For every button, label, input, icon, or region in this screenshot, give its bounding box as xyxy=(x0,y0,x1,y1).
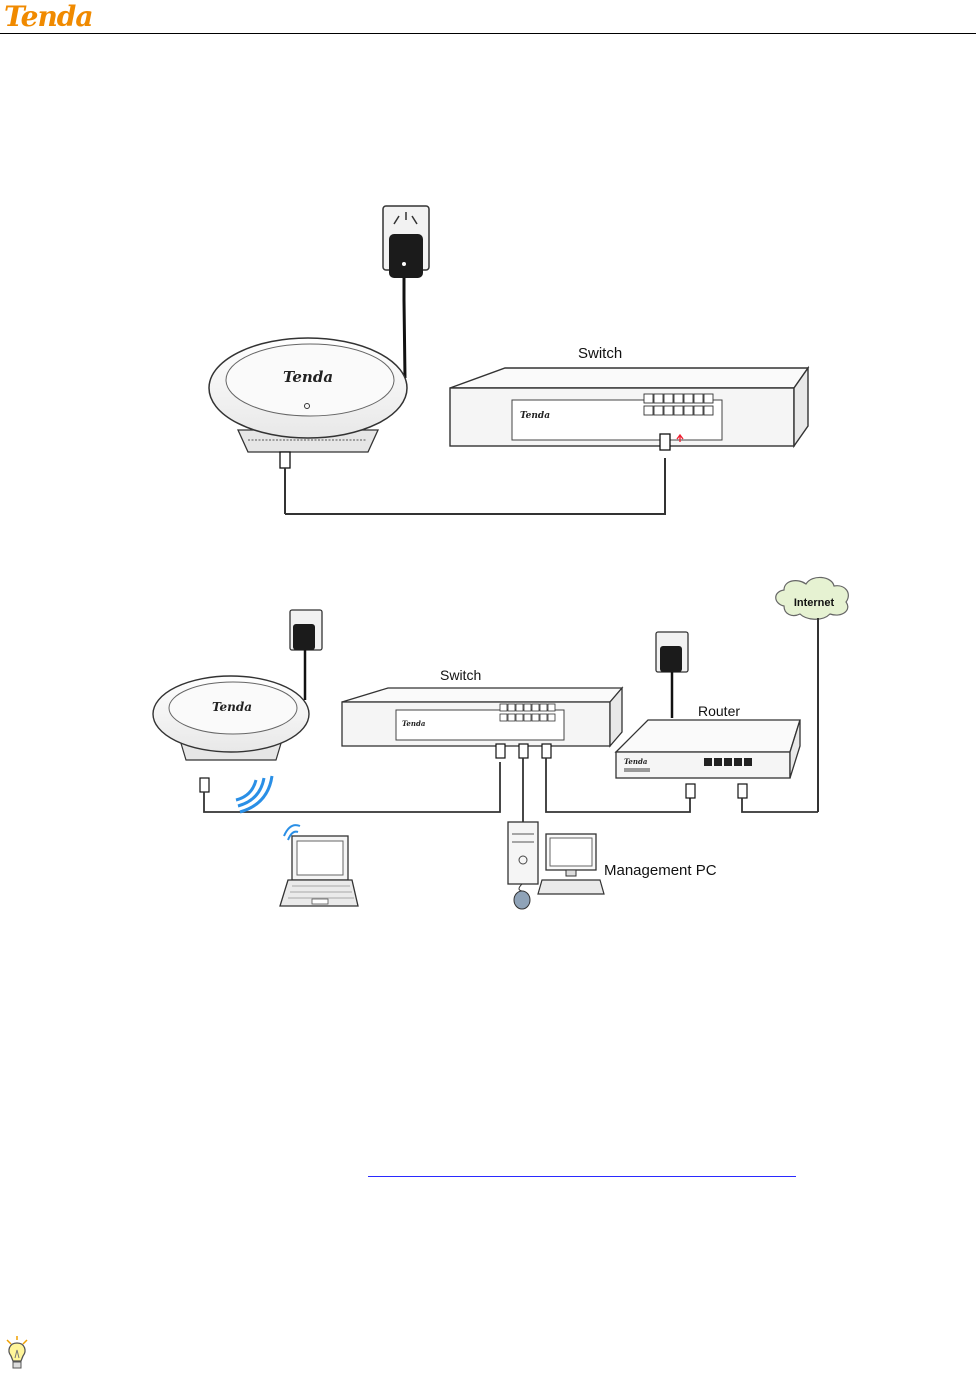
power-adapter-icon xyxy=(383,206,429,378)
management-pc-icon: Management PC xyxy=(508,822,717,909)
access-point-icon: Tenda xyxy=(209,338,407,514)
svg-text:Tenda: Tenda xyxy=(520,411,550,421)
laptop-icon xyxy=(280,825,358,906)
svg-text:Tenda: Tenda xyxy=(212,700,252,714)
switch-icon: Tenda Switch xyxy=(450,345,808,450)
switch-icon: Tenda Switch xyxy=(342,667,622,758)
ethernet-cable xyxy=(285,458,665,514)
management-pc-label: Management PC xyxy=(604,862,717,879)
diagram-2-management-network: Internet Tenda xyxy=(153,577,848,909)
wireless-signal-icon xyxy=(236,776,272,812)
diagram-1-basic-connection: Tenda Tenda Switch xyxy=(209,206,808,514)
router-power-adapter-icon xyxy=(656,632,688,718)
switch-label: Switch xyxy=(578,345,622,362)
svg-text:Tenda: Tenda xyxy=(624,757,648,766)
ap-power-adapter-icon xyxy=(290,610,322,700)
hyperlink-underline[interactable] xyxy=(368,1176,796,1177)
svg-text:Tenda: Tenda xyxy=(402,719,426,728)
svg-text:Tenda: Tenda xyxy=(283,368,333,386)
lightbulb-icon xyxy=(4,1336,30,1372)
switch-label: Switch xyxy=(440,667,481,683)
internet-label: Internet xyxy=(794,597,835,609)
router-icon: Tenda Router xyxy=(616,703,818,812)
router-label: Router xyxy=(698,703,740,719)
